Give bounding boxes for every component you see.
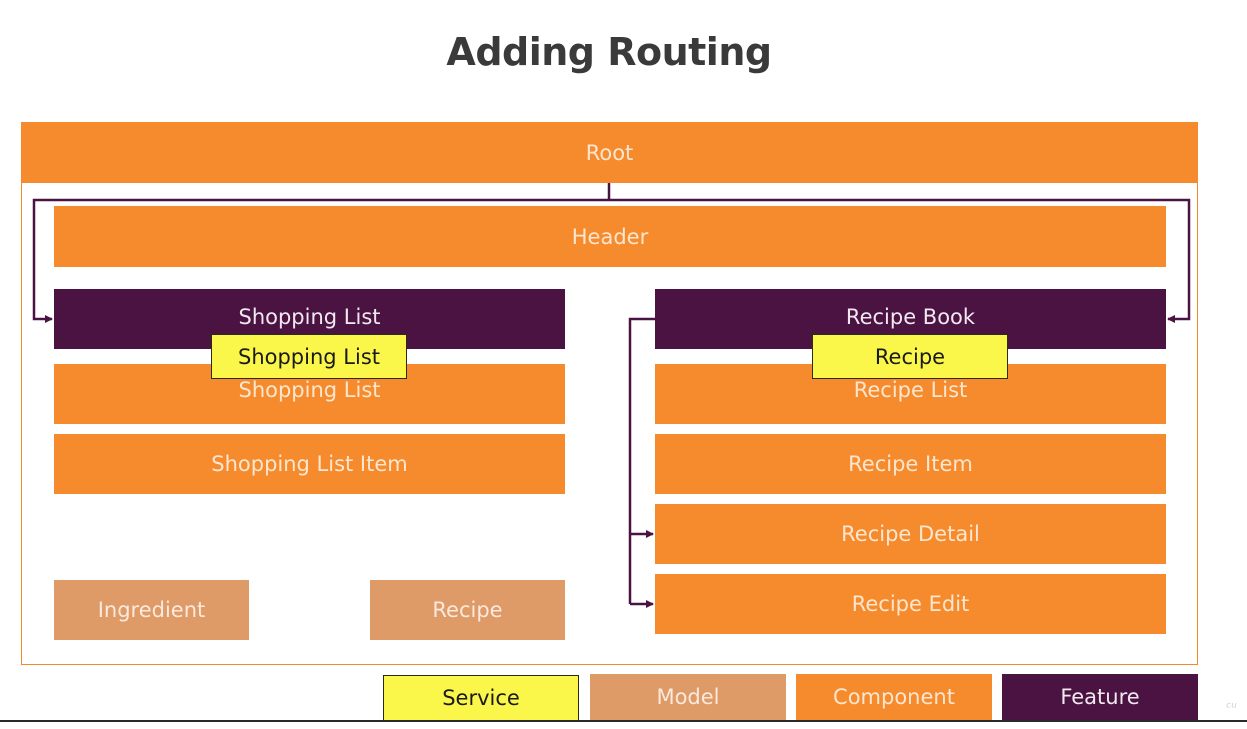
recipe-detail-component: Recipe Detail (655, 504, 1166, 564)
shopping-list-item-component: Shopping List Item (54, 434, 565, 494)
recipe-service: Recipe (812, 334, 1008, 379)
recipe-item-component: Recipe Item (655, 434, 1166, 494)
legend-model: Model (590, 674, 786, 720)
ingredient-model: Ingredient (54, 580, 249, 640)
legend-component: Component (796, 674, 992, 720)
header-component: Header (54, 206, 1166, 267)
legend-service: Service (383, 675, 579, 721)
shopping-list-service: Shopping List (211, 334, 407, 379)
root-component: Root (21, 122, 1198, 183)
bottom-divider (0, 720, 1247, 722)
diagram-title: Adding Routing (446, 30, 772, 74)
recipe-edit-component: Recipe Edit (655, 574, 1166, 634)
recipe-model: Recipe (370, 580, 565, 640)
legend-feature: Feature (1002, 674, 1198, 720)
watermark-logo: ᶜᵘ (1226, 700, 1237, 716)
